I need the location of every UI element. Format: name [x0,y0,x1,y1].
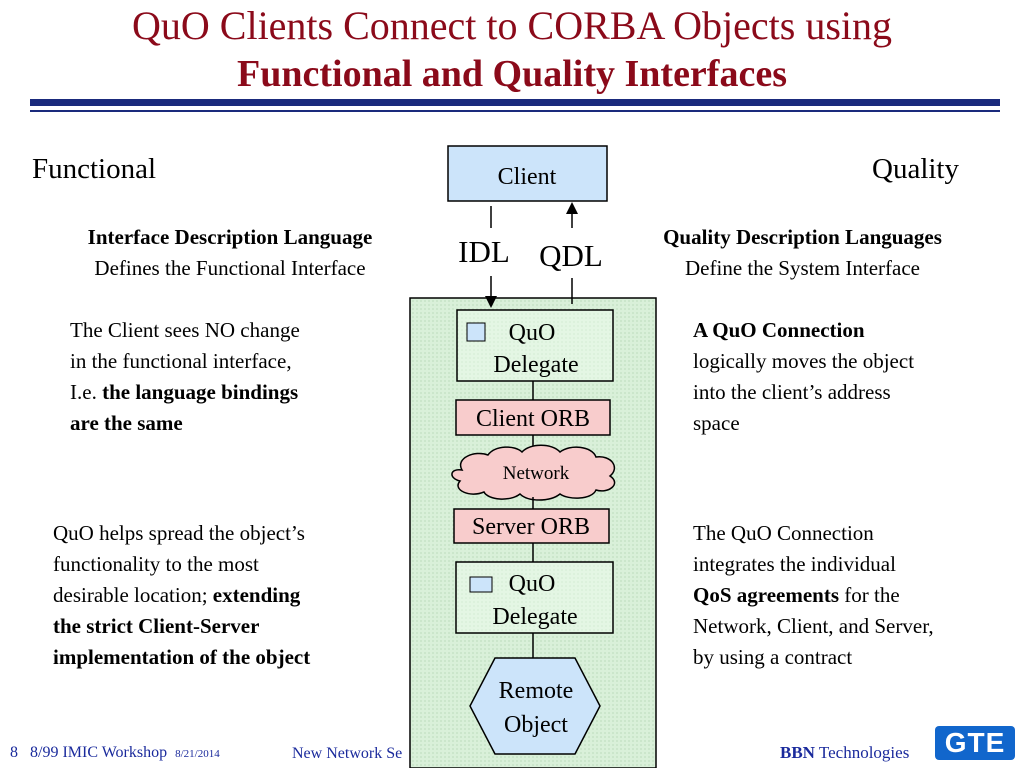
quo-connection-paragraph: A QuO Connection logically moves the obj… [693,315,1003,439]
quo-delegate-top-line1: QuO [509,320,556,346]
footer-date: 8/21/2014 [175,748,220,760]
remote-object-line2: Object [504,712,568,738]
r-p1-line4: space [693,411,740,435]
quo-delegate-bottom-square-icon [469,576,493,593]
r-p2-line3-bold: QoS agreements [693,583,840,607]
p1-line4: are the same [70,408,390,439]
slide-title-line1: QuO Clients Connect to CORBA Objects usi… [132,3,892,48]
page-number: 8 [10,744,18,761]
qdl-subtitle: Define the System Interface [685,256,920,280]
p1-line3-plain: I.e. [70,380,103,404]
r-p1-line2: logically moves the object [693,349,915,373]
p2-line4: the strict Client-Server [53,611,393,642]
network-cloud[interactable] [451,444,616,501]
workshop-label: 8/99 IMIC Workshop [30,744,168,761]
p2-line3: desirable location; extending [53,580,393,611]
bbn-label: BBN [780,743,815,762]
quo-delegate-bottom[interactable] [455,561,614,634]
network-label: Network [503,463,570,484]
p2-line1: QuO helps spread the object’s [53,521,305,545]
quo-delegate-top[interactable] [456,309,614,382]
r-p1-line1: A QuO Connection [693,315,1003,346]
technologies-label: Technologies [814,743,910,762]
r-p2-line1: The QuO Connection [693,521,874,545]
r-p2-line3: QoS agreements for the [693,580,1013,611]
remote-object-line1: Remote [499,678,574,704]
r-p2-line4: Network, Client, and Server, [693,614,934,638]
r-p2-line5: by using a contract [693,645,853,669]
p1-line3: I.e. the language bindings [70,377,390,408]
p2-line3-bold: extending [212,583,301,607]
p1-line1: The Client sees NO change [70,318,300,342]
remote-object-hexagon[interactable] [469,657,601,755]
title-rule-thick [30,99,1000,106]
p1-line4-bold: are the same [70,411,183,435]
quo-delegate-top-line2: Delegate [493,352,578,378]
r-p2-line3-plain: for the [839,583,900,607]
quo-delegate-bottom-line2: Delegate [492,604,577,630]
p2-line2: functionality to the most [53,552,259,576]
client-no-change-paragraph: The Client sees NO change in the functio… [70,315,390,439]
p2-line4-bold: the strict Client-Server [53,614,260,638]
client-box[interactable] [447,145,608,202]
idl-title: Interface Description Language [87,225,373,249]
quo-delegate-top-square-icon [466,322,486,342]
p2-line5-bold: implementation of the object [53,645,311,669]
footer-company: BBN Technologies [780,743,909,763]
server-orb-label: Server ORB [472,514,590,540]
client-orb-label: Client ORB [476,406,590,432]
p2-line3-plain: desirable location; [53,583,213,607]
r-p2-line2: integrates the individual [693,552,896,576]
quo-spread-paragraph: QuO helps spread the object’s functional… [53,518,393,673]
footer-left: 8 8/99 IMIC Workshop 8/21/2014 [10,744,220,762]
r-p1-line3: into the client’s address [693,380,891,404]
p1-line2: in the functional interface, [70,349,292,373]
slide-title-line2: Functional and Quality Interfaces [237,53,787,95]
server-orb-box[interactable] [453,508,610,544]
quo-delegate-bottom-line1: QuO [509,571,556,597]
idl-description: Interface Description Language Defines t… [40,222,420,284]
idl-subtitle: Defines the Functional Interface [94,256,366,280]
quo-integrates-paragraph: The QuO Connection integrates the indivi… [693,518,1013,673]
p1-line3-bold: the language bindings [102,380,299,404]
qdl-title: Quality Description Languages [663,225,942,249]
qdl-description: Quality Description Languages Define the… [615,222,990,284]
qdl-label: QDL [539,238,603,273]
p2-line5: implementation of the object [53,642,393,673]
r-p1-line1-bold: A QuO Connection [693,318,865,342]
idl-label: IDL [458,234,510,269]
functional-header: Functional [32,153,157,185]
title-rule-thin [30,110,1000,112]
client-label: Client [498,164,557,190]
quality-header: Quality [872,153,959,185]
gte-logo: GTE [935,726,1015,760]
footer-center: New Network Se [292,745,403,762]
